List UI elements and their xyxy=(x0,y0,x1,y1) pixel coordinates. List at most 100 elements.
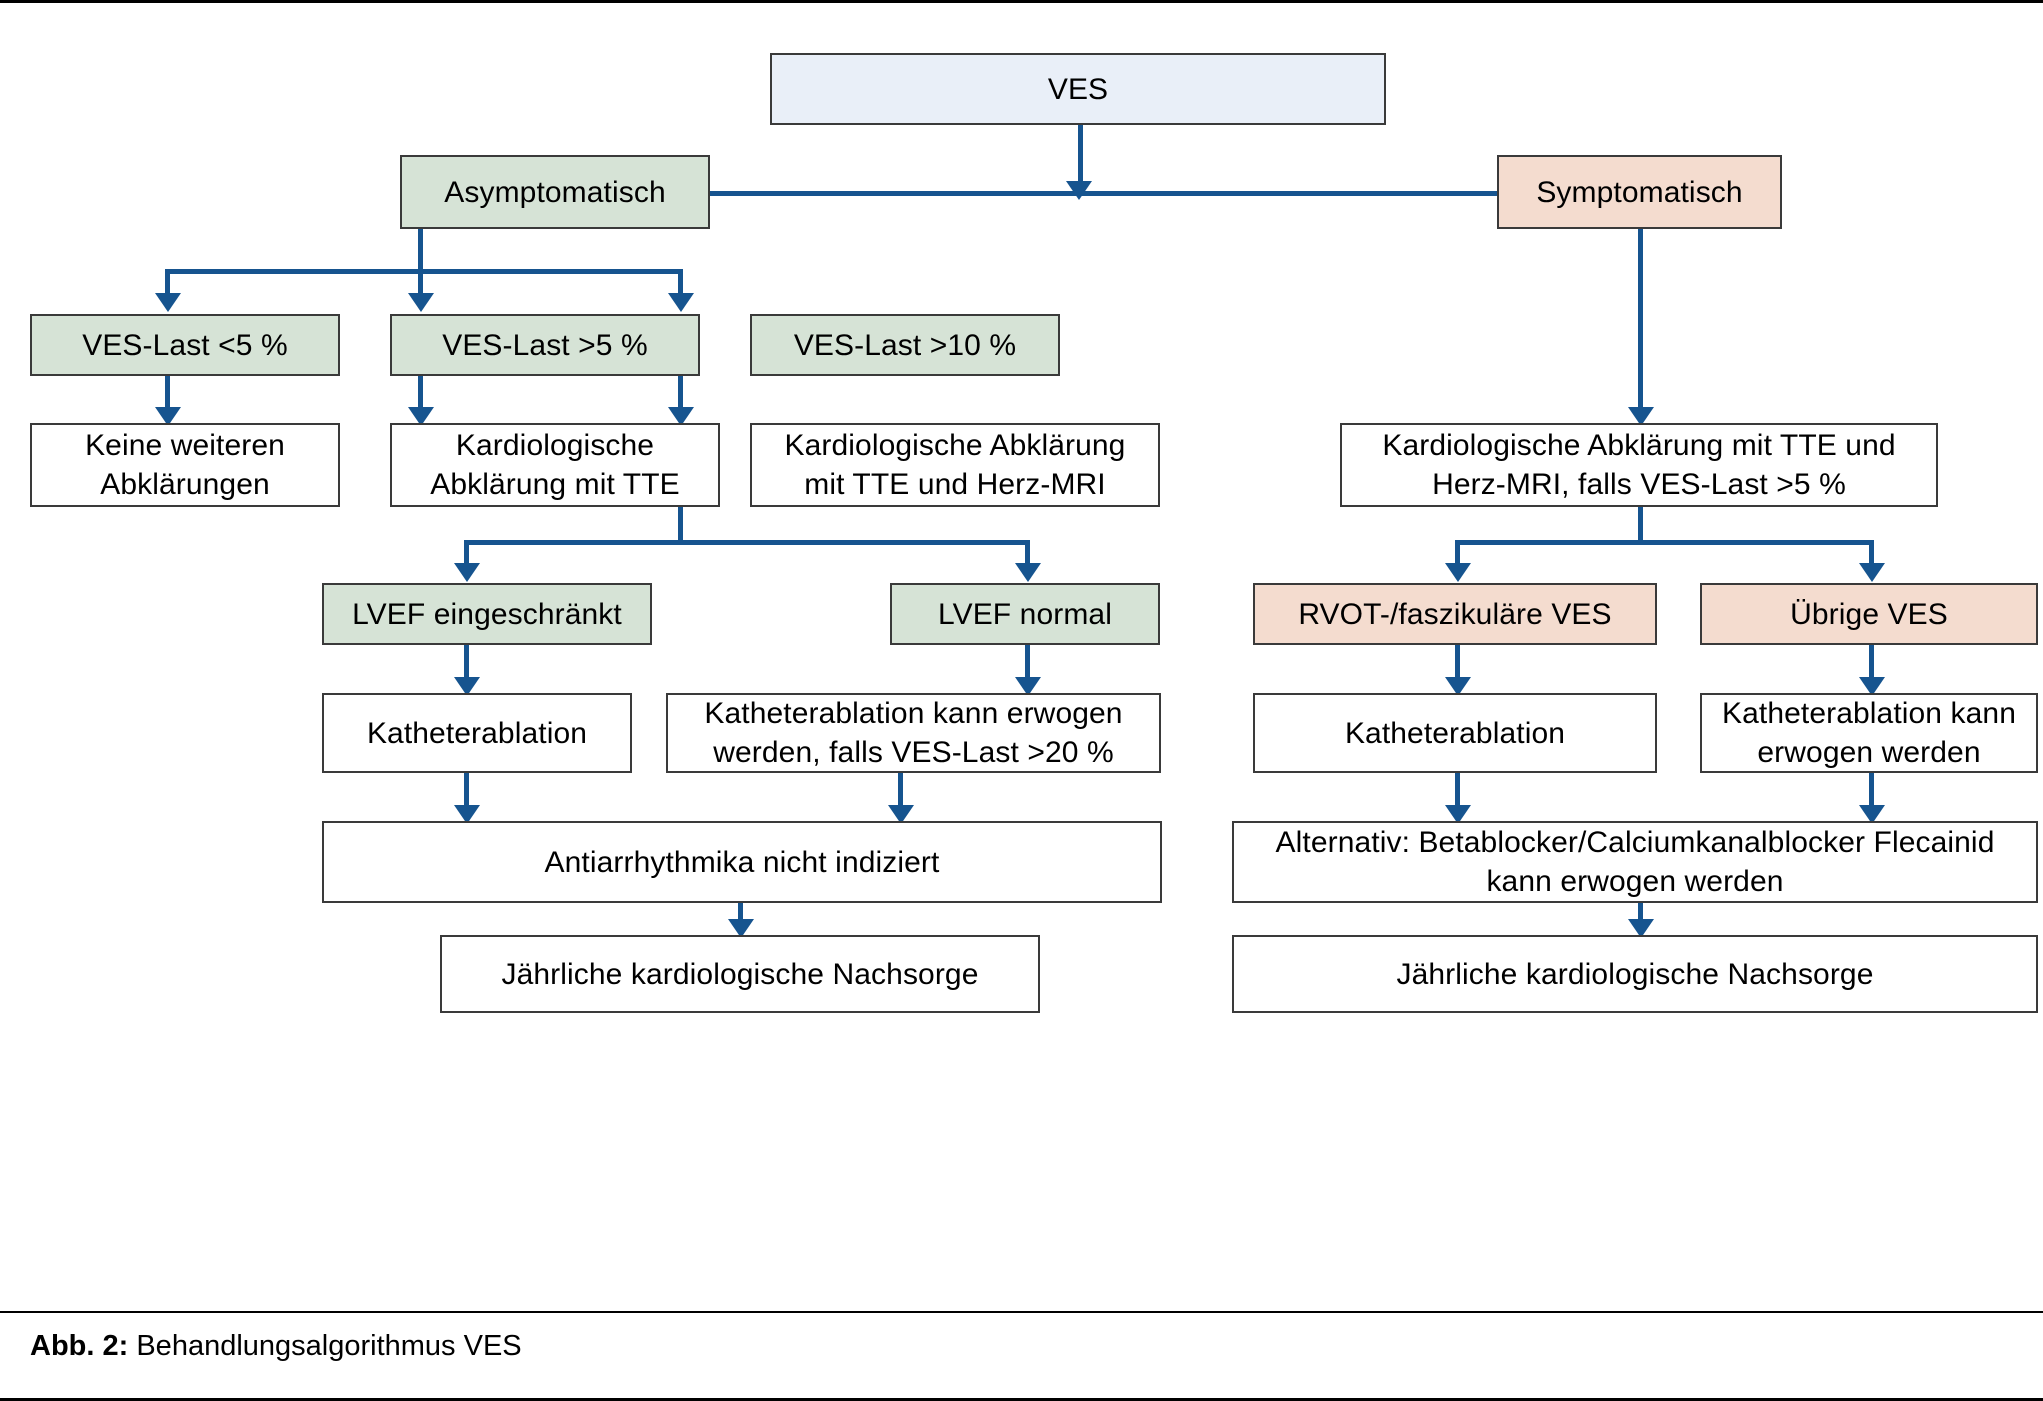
node-jaehrliche-nachsorge-links-label: Jährliche kardiologische Nachsorge xyxy=(501,957,979,991)
arrowhead-to-lvef-reduced xyxy=(454,563,480,582)
arrowhead-to-no-further xyxy=(155,407,181,426)
arrowhead-lvef-normal-to-ablation-considered xyxy=(1015,677,1041,696)
arrowhead-to-burden-gt10 xyxy=(668,293,694,312)
arrowhead-to-cardio-tte-mri xyxy=(668,407,694,426)
arrowhead-to-rvot xyxy=(1445,563,1471,582)
node-antiarrhythmika-nicht-indiziert[interactable]: Antiarrhythmika nicht indiziert xyxy=(322,821,1162,903)
node-katheterablation-erwogen-20-label: Katheterablation kann erwogen werden, fa… xyxy=(704,697,1123,769)
frame-top-rule xyxy=(0,0,2043,3)
edge-to-other-ves xyxy=(1869,540,1874,570)
edge-lvef-normal-to-ablation-considered xyxy=(1025,645,1030,683)
arrowhead-alternativ-to-followup xyxy=(1628,919,1654,938)
figure-caption: Abb. 2: Behandlungsalgorithmus VES xyxy=(30,1330,522,1363)
node-kardiologische-abklaerung-tte-mri[interactable]: Kardiologische Abklärung mit TTE und Her… xyxy=(750,423,1160,507)
edge-to-burden-lt5 xyxy=(165,269,170,299)
node-kardiologische-abklaerung-tte[interactable]: Kardiologische Abklärung mit TTE xyxy=(390,423,720,507)
edge-root-stem xyxy=(1078,125,1083,187)
node-symptomatisch-label: Symptomatisch xyxy=(1536,175,1743,209)
arrowhead-ablation-considered-to-alternativ xyxy=(1859,805,1885,824)
node-uebrige-ves[interactable]: Übrige VES xyxy=(1700,583,2038,645)
edge-alternativ-to-followup xyxy=(1638,887,1643,925)
node-katheterablation-erwogen-20[interactable]: Katheterablation kann erwogen werden, fa… xyxy=(666,693,1161,773)
edge-ablation-to-antiarrhythmika xyxy=(464,773,469,811)
node-kardiologische-abklaerung-tte-mri-label: Kardiologische Abklärung mit TTE und Her… xyxy=(784,429,1126,501)
edge-asymptomatic-stem xyxy=(418,228,423,273)
node-katheterablation-erwogen-label: Katheterablation kann erwogen werden xyxy=(1722,697,2016,769)
node-rvot-faszikulaere-ves-label: RVOT-/faszikuläre VES xyxy=(1298,597,1612,631)
arrowhead-symptomatic-to-cardio xyxy=(1628,407,1654,426)
node-uebrige-ves-label: Übrige VES xyxy=(1790,597,1948,631)
node-ves-last-gt5-label: VES-Last >5 % xyxy=(442,328,648,362)
edge-ablation-considered-to-antiarrhythmika xyxy=(898,773,903,811)
arrowhead-to-burden-gt5 xyxy=(408,293,434,312)
node-rvot-faszikulaere-ves[interactable]: RVOT-/faszikuläre VES xyxy=(1253,583,1657,645)
node-alternativ-medikamente[interactable]: Alternativ: Betablocker/Calciumkanalbloc… xyxy=(1232,821,2038,903)
arrowhead-ablation-considered-to-antiarrhythmika xyxy=(888,805,914,824)
node-antiarrhythmika-nicht-indiziert-label: Antiarrhythmika nicht indiziert xyxy=(544,845,940,879)
arrowhead-ablation-right-to-alternativ xyxy=(1445,805,1471,824)
edge-burden-gt5-to-cardio-tte xyxy=(418,375,423,413)
edge-rvot-to-ablation xyxy=(1455,645,1460,683)
node-keine-weiteren-abklaerungen-label: Keine weiteren Abklärungen xyxy=(85,429,285,501)
edge-other-ves-to-ablation-considered xyxy=(1869,645,1874,683)
node-jaehrliche-nachsorge-rechts-label: Jährliche kardiologische Nachsorge xyxy=(1396,957,1874,991)
figure-caption-text: Behandlungsalgorithmus VES xyxy=(136,1330,522,1362)
node-root-ves-label: VES xyxy=(1047,72,1109,106)
node-symptomatisch[interactable]: Symptomatisch xyxy=(1497,155,1782,229)
node-ves-last-gt10[interactable]: VES-Last >10 % xyxy=(750,314,1060,376)
arrowhead-to-cardio-tte xyxy=(408,407,434,426)
node-lvef-eingeschraenkt-label: LVEF eingeschränkt xyxy=(352,597,622,631)
node-katheterablation-links-label: Katheterablation xyxy=(366,716,588,750)
node-katheterablation-rechts-label: Katheterablation xyxy=(1344,716,1566,750)
edge-ablation-considered-to-alternativ xyxy=(1869,773,1874,811)
node-katheterablation-rechts[interactable]: Katheterablation xyxy=(1253,693,1657,773)
node-jaehrliche-nachsorge-rechts[interactable]: Jährliche kardiologische Nachsorge xyxy=(1232,935,2038,1013)
edge-to-burden-gt5 xyxy=(418,269,423,299)
edge-to-burden-gt10 xyxy=(678,269,683,299)
frame-separator-rule xyxy=(0,1311,2043,1313)
frame-bottom-rule xyxy=(0,1398,2043,1401)
edge-to-lvef-reduced xyxy=(464,540,469,570)
node-katheterablation-links[interactable]: Katheterablation xyxy=(322,693,632,773)
arrowhead-lvef-reduced-to-ablation xyxy=(454,677,480,696)
node-kardiologische-abklaerung-symptomatisch[interactable]: Kardiologische Abklärung mit TTE und Her… xyxy=(1340,423,1938,507)
arrowhead-rvot-to-ablation xyxy=(1445,677,1471,696)
node-ves-last-lt5[interactable]: VES-Last <5 % xyxy=(30,314,340,376)
node-lvef-eingeschraenkt[interactable]: LVEF eingeschränkt xyxy=(322,583,652,645)
edge-to-lvef-normal xyxy=(1025,540,1030,570)
arrowhead-to-burden-lt5 xyxy=(155,293,181,312)
edge-antiarrhythmika-to-followup xyxy=(738,887,743,925)
node-keine-weiteren-abklaerungen[interactable]: Keine weiteren Abklärungen xyxy=(30,423,340,507)
edge-lvef-reduced-to-ablation xyxy=(464,645,469,683)
node-ves-last-lt5-label: VES-Last <5 % xyxy=(82,328,288,362)
figure-caption-label: Abb. 2: xyxy=(30,1330,129,1362)
edge-lvef-fanout-bus xyxy=(464,540,1030,545)
edge-cardio-sympt-stem xyxy=(1638,506,1643,544)
arrowhead-other-ves-to-ablation-considered xyxy=(1859,677,1885,696)
arrowhead-antiarrhythmika-to-followup xyxy=(728,919,754,938)
arrowhead-to-lvef-normal xyxy=(1015,563,1041,582)
edge-symptomatic-stem xyxy=(1638,228,1643,413)
edge-ablation-right-to-alternativ xyxy=(1455,773,1460,811)
node-ves-last-gt5[interactable]: VES-Last >5 % xyxy=(390,314,700,376)
node-asymptomatisch[interactable]: Asymptomatisch xyxy=(400,155,710,229)
node-lvef-normal[interactable]: LVEF normal xyxy=(890,583,1160,645)
node-ves-last-gt10-label: VES-Last >10 % xyxy=(793,328,1017,362)
edge-sympt-fanout-bus xyxy=(1455,540,1874,545)
node-alternativ-medikamente-label: Alternativ: Betablocker/Calciumkanalbloc… xyxy=(1275,826,1995,898)
node-root-ves[interactable]: VES xyxy=(770,53,1386,125)
node-asymptomatisch-label: Asymptomatisch xyxy=(444,175,666,209)
node-lvef-normal-label: LVEF normal xyxy=(938,597,1112,631)
arrowhead-to-other-ves xyxy=(1859,563,1885,582)
edge-to-rvot xyxy=(1455,540,1460,570)
edge-burden-gt10-to-cardio-tte-mri xyxy=(678,375,683,413)
edge-burden-lt5-to-no-further xyxy=(165,375,170,413)
node-kardiologische-abklaerung-symptomatisch-label: Kardiologische Abklärung mit TTE und Her… xyxy=(1382,429,1896,501)
edge-split-bus xyxy=(541,191,1541,196)
node-kardiologische-abklaerung-tte-label: Kardiologische Abklärung mit TTE xyxy=(430,429,680,501)
arrowhead-ablation-to-antiarrhythmika xyxy=(454,805,480,824)
flowchart-canvas: VES Asymptomatisch Symptomatisch VES-Las… xyxy=(0,3,2043,1311)
node-jaehrliche-nachsorge-links[interactable]: Jährliche kardiologische Nachsorge xyxy=(440,935,1040,1013)
node-katheterablation-erwogen[interactable]: Katheterablation kann erwogen werden xyxy=(1700,693,2038,773)
